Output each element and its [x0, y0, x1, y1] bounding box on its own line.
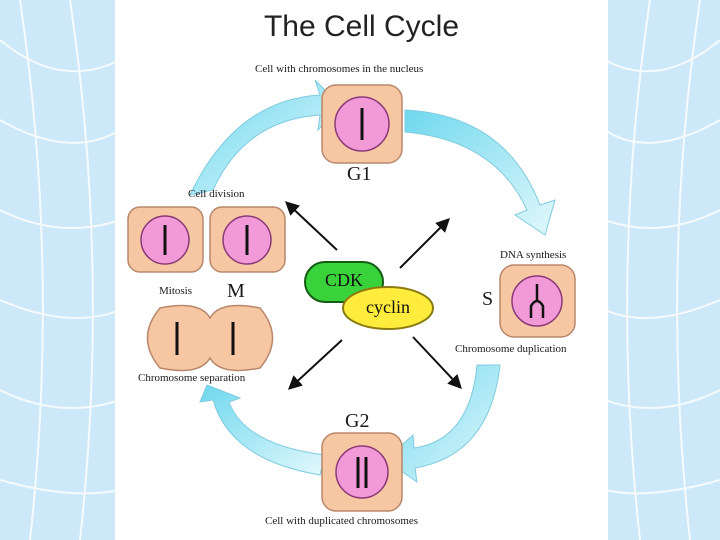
- m-daughter-cell-right: [209, 206, 286, 273]
- chromosome-duplication-label: Chromosome duplication: [455, 343, 567, 355]
- g1-cell: [321, 84, 403, 164]
- arrow-g1-to-s: [404, 109, 556, 236]
- s-phase-label: S: [482, 288, 494, 310]
- regulation-arrow-chromosome-duplication: [412, 336, 462, 390]
- regulation-arrow-chromosome-separation: [287, 339, 343, 390]
- page-title: The Cell Cycle: [263, 10, 460, 43]
- cell-cycle-slide: The Cell Cycle Cell with chromosomes in …: [115, 0, 608, 540]
- regulation-arrow-dna-synthesis: [399, 218, 450, 269]
- m-phase-label: M: [227, 280, 245, 302]
- cell-division-label: Cell division: [188, 188, 245, 200]
- m-daughter-cell-left: [127, 206, 204, 273]
- g1-description: Cell with chromosomes in the nucleus: [255, 63, 424, 75]
- regulation-arrow-cell-division: [284, 201, 338, 251]
- g2-cell: [321, 432, 403, 512]
- mitosis-label: Mitosis: [159, 285, 193, 297]
- cyclin-label: cyclin: [366, 297, 410, 317]
- g1-phase-label: G1: [347, 163, 372, 185]
- g2-description: Cell with duplicated chromosomes: [265, 515, 419, 527]
- dna-synthesis-label: DNA synthesis: [500, 249, 567, 261]
- cyclin-shape: [342, 286, 434, 330]
- s-cell: [499, 264, 576, 338]
- dividing-cell: [146, 304, 274, 372]
- arrow-g2-to-m: [199, 384, 326, 476]
- chromosome-separation-label: Chromosome separation: [138, 372, 246, 384]
- g2-phase-label: G2: [345, 410, 370, 432]
- cell-cycle-diagram: [127, 79, 576, 512]
- arrow-m-to-g1: [189, 79, 341, 196]
- cdk-label: CDK: [324, 270, 363, 290]
